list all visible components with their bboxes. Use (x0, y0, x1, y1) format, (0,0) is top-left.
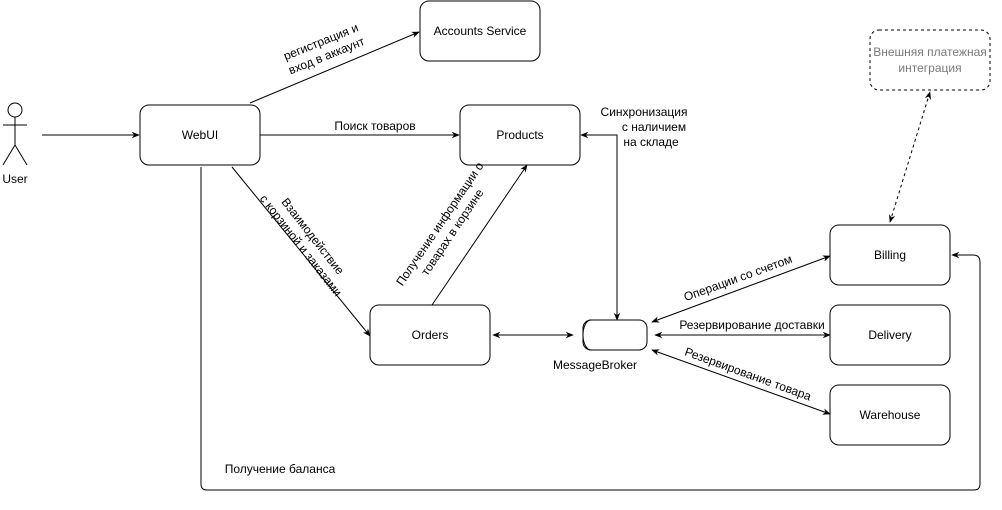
user-actor (2, 102, 28, 166)
webui-node[interactable] (139, 104, 261, 166)
billing-label: Billing (874, 248, 906, 262)
payment-integration-node[interactable] (869, 29, 991, 91)
accounts-service-label: Accounts Service (434, 24, 527, 38)
edge-broker-warehouse (651, 349, 831, 415)
products-node[interactable] (459, 104, 581, 166)
edge-orders-products (431, 164, 528, 306)
edge-label-balance: Получение баланса (225, 462, 336, 476)
edge-label-sync-line3: на складе (623, 135, 679, 149)
edge-billing-payment (889, 91, 931, 223)
edge-label-billing-ops: Операции со счетом (682, 252, 794, 304)
edge-label-cart-info-line1: Получение информации о (393, 159, 486, 288)
accounts-service-node[interactable] (419, 0, 541, 62)
edge-webui-billing (200, 167, 981, 491)
orders-label: Orders (412, 328, 449, 342)
billing-node[interactable] (829, 224, 951, 286)
edge-broker-billing (651, 255, 831, 323)
warehouse-node[interactable] (829, 384, 951, 446)
delivery-label: Delivery (868, 328, 911, 342)
delivery-node[interactable] (829, 304, 951, 366)
edge-label-cart: Взаимодействие с корзиной и заказами (257, 192, 347, 299)
edge-webui-orders (231, 166, 371, 337)
warehouse-label: Warehouse (860, 408, 921, 422)
orders-node[interactable] (369, 304, 491, 366)
edge-label-delivery-reservation: Резервирование доставки (679, 318, 824, 332)
message-broker-label: MessageBroker (553, 358, 637, 372)
user-actor-icon (7, 102, 23, 118)
edge-broker-products (580, 131, 621, 321)
edge-label-sync-line2: с наличием (622, 120, 686, 134)
message-broker-node[interactable] (582, 319, 648, 351)
user-label: User (2, 172, 27, 186)
edge-label-search: Поиск товаров (334, 119, 415, 133)
edge-label-sync-line1: Синхронизация (601, 105, 688, 119)
webui-label: WebUI (182, 128, 218, 142)
payment-integration-label-line2: интеграция (898, 61, 961, 75)
edge-label-cart-info: Получение информации о товарах в корзине (393, 159, 486, 288)
edge-webui-accounts (249, 31, 420, 104)
edge-label-cart-line2: с корзиной и заказами (257, 192, 345, 299)
products-label: Products (496, 128, 543, 142)
edge-label-registration: регистрация и вход в аккаунт (281, 20, 367, 77)
payment-integration-label-line1: Внешняя платежная (873, 45, 987, 59)
edge-label-warehouse-reservation: Резервирование товара (683, 345, 814, 404)
